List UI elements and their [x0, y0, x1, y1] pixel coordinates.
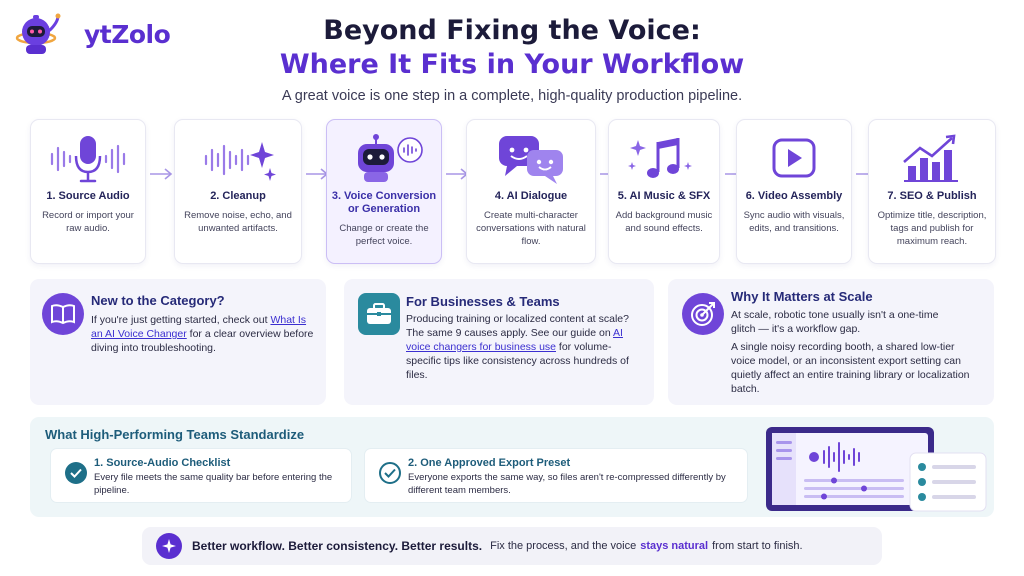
step-desc: Record or import your raw audio. [42, 210, 134, 234]
step-title: 2. Cleanup [210, 190, 266, 202]
robot-icon [327, 128, 441, 190]
pipeline-step-voice-conversion[interactable]: 3. Voice Conversion or Generation Change… [326, 119, 442, 264]
card-text-1: If you're just getting started, check ou… [91, 314, 268, 326]
step-desc: Create multi-character conversations wit… [476, 210, 586, 247]
sparkle-wave-icon [175, 128, 301, 190]
robot-mascot-icon [14, 12, 76, 56]
banner-text-1: Fix the process, and the voice [490, 540, 637, 552]
step-title: 1. Source Audio [46, 190, 130, 202]
step-desc: Change or create the perfect voice. [339, 223, 429, 247]
step-title: 3. Voice Conversion or Generation [331, 190, 437, 215]
link-ai-voice-changers-business[interactable]: AI voice changers for business use [406, 327, 623, 353]
monitor-checklist-illustration [766, 427, 987, 512]
brand-name: ytZolo [84, 19, 171, 49]
title-line-1: Beyond Fixing the Voice: [323, 15, 701, 46]
microphone-icon [31, 128, 145, 190]
card-text: If you're just getting started, check ou… [91, 313, 319, 355]
pipeline-step-source-audio[interactable]: 1. Source Audio Record or import your ra… [30, 119, 146, 264]
step-title: 4. AI Dialogue [494, 190, 568, 202]
bottom-banner: Better workflow. Better consistency. Bet… [142, 527, 882, 565]
growth-chart-icon [869, 128, 995, 190]
step-desc: Remove noise, echo, and unwanted artifac… [184, 210, 292, 234]
pipeline-step-seo-publish[interactable]: 7. SEO & Publish Optimize title, descrip… [868, 119, 996, 264]
card-text-2: for a clear overview before diving into … [91, 328, 314, 354]
pipeline-step-ai-dialogue[interactable]: 4. AI Dialogue Create multi-character co… [466, 119, 596, 264]
standardize-panel: What High-Performing Teams Standardize 1… [30, 417, 994, 517]
card-text-1: Producing training or localized content … [406, 313, 629, 339]
pipeline-step-ai-music[interactable]: 5. AI Music & SFX Add background music a… [608, 119, 720, 264]
standardize-item-checklist: 1. Source-Audio Checklist Every file mee… [50, 448, 352, 503]
card-title: New to the Category? [91, 293, 225, 308]
item-title: 1. Source-Audio Checklist [94, 457, 231, 469]
link-what-is-ai-voice-changer[interactable]: What Is an AI Voice Changer [91, 314, 307, 340]
card-para-1: At scale, robotic tone usually isn't a o… [731, 309, 939, 335]
pipeline: 1. Source Audio Record or import your ra… [30, 119, 996, 264]
page-subtitle: A great voice is one step in a complete,… [281, 88, 743, 104]
card-title: For Businesses & Teams [406, 294, 560, 309]
brand-logo[interactable]: ytZolo [14, 12, 171, 56]
book-icon [42, 293, 84, 335]
music-note-icon [609, 128, 719, 190]
card-businesses-teams: For Businesses & Teams Producing trainin… [344, 279, 654, 405]
card-title: Why It Matters at Scale [731, 289, 873, 304]
step-desc: Add background music and sound effects. [615, 210, 713, 234]
banner-bold: Better workflow. Better consistency. Bet… [192, 539, 483, 553]
sparkle-icon [156, 533, 182, 559]
card-why-it-matters: Why It Matters at Scale At scale, roboti… [668, 279, 994, 405]
play-icon [737, 128, 851, 190]
banner-text-2: from start to finish. [712, 540, 803, 552]
standardize-item-export-preset: 2. One Approved Export Preset Everyone e… [364, 448, 748, 503]
step-desc: Sync audio with visuals, edits, and tran… [743, 210, 845, 234]
pipeline-step-video-assembly[interactable]: 6. Video Assembly Sync audio with visual… [736, 119, 852, 264]
banner-highlight: stays natural [640, 540, 709, 552]
card-new-to-category: New to the Category? If you're just gett… [30, 279, 326, 405]
step-title: 6. Video Assembly [745, 190, 843, 202]
step-desc: Optimize title, description, tags and pu… [877, 210, 987, 247]
step-title: 5. AI Music & SFX [617, 190, 711, 202]
title-line-2: Where It Fits in Your Workflow [279, 49, 745, 80]
chat-bubbles-icon [467, 128, 595, 190]
target-icon [682, 293, 724, 335]
card-text: Producing training or localized content … [406, 312, 632, 382]
item-desc: Every file meets the same quality bar be… [94, 472, 333, 496]
pipeline-step-cleanup[interactable]: 2. Cleanup Remove noise, echo, and unwan… [174, 119, 302, 264]
briefcase-icon [358, 293, 400, 335]
step-title: 7. SEO & Publish [887, 190, 977, 202]
arrow-icon [150, 168, 173, 180]
card-text-2: for volume-specific tips like consistenc… [406, 341, 629, 381]
section-title: What High-Performing Teams Standardize [45, 427, 305, 442]
check-outline-icon [379, 462, 401, 484]
card-para-2: A single noisy recording booth, a shared… [731, 341, 970, 395]
check-circle-icon [65, 462, 87, 484]
item-desc: Everyone exports the same way, so files … [408, 472, 726, 496]
page-title: Beyond Fixing the Voice: Where It Fits i… [0, 14, 1024, 82]
item-title: 2. One Approved Export Preset [408, 457, 571, 469]
